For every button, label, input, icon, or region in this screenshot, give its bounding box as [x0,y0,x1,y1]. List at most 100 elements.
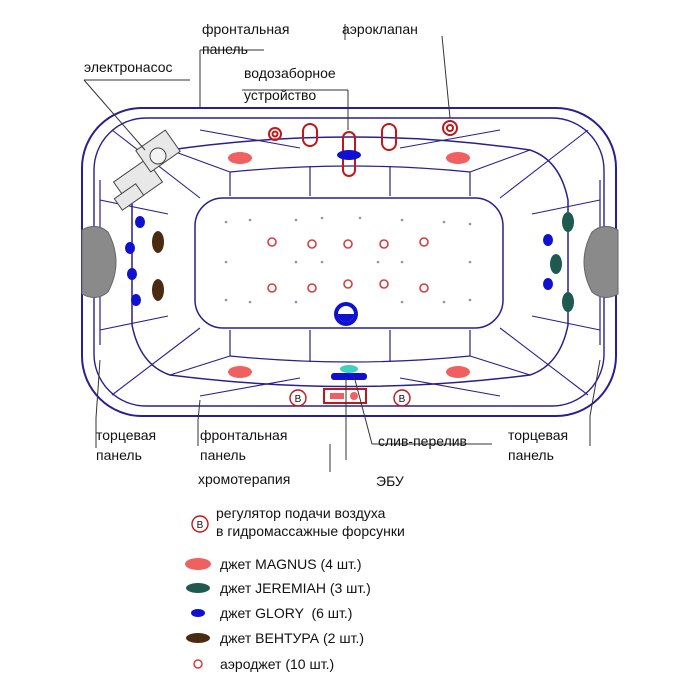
label-front-panel-top-line2: панель [202,41,248,57]
legend-ventura-text: джет ВЕНТУРА (2 шт.) [220,630,364,646]
seat-panels-bottom [229,330,471,363]
floor-dot [294,218,298,222]
label-end-panel-right-line1: торцевая [508,427,568,443]
floor-dot [248,218,252,222]
tub-inner-rim [93,117,605,407]
regulator-symbol-icon [191,515,209,533]
regulator-symbol-letter: B [197,520,204,531]
legend-item-aerojet: аэроджет (10 шт.) [193,656,334,672]
floor-dot [248,300,252,304]
label-end-panel-left-line2: панель [96,447,142,463]
headrest-left [81,226,117,298]
aerojet [419,237,429,247]
basin-drain-icon [334,302,358,326]
tub-corner-lines [99,129,601,397]
magnus-jet [446,152,470,164]
legend-item-glory: джет GLORY (6 шт.) [191,605,352,621]
regulator-right-icon [393,389,411,407]
jets-layer [125,152,574,378]
bathtub [81,107,617,417]
glory-jet [135,216,145,228]
label-ebu: ЭБУ [376,473,404,489]
callout-labels: фронтальная панель аэроклапан электронас… [84,21,568,489]
glory-jet [543,234,553,246]
legend-regulator-line1: регулятор подачи воздуха [216,505,386,521]
floor-dot [294,300,298,304]
headrest-right [583,226,619,298]
aerojet [307,239,317,249]
floor-dot [224,260,228,264]
floor-dot [400,260,404,264]
regulator-right-letter: B [399,394,406,405]
label-electric-pump: электронасос [84,59,173,75]
floor-dot [376,260,380,264]
floor-dot [468,260,472,264]
ebu-control-icon [323,388,367,404]
legend-item-magnus: джет MAGNUS (4 шт.) [185,556,361,572]
rim-fittings-bottom [289,365,411,407]
label-drain-overflow: слив-перелив [378,433,467,449]
electric-pump-icon [112,129,181,211]
ventura-jet [152,279,164,301]
aerojet [419,283,429,293]
legend-jeremiah-text: джет JEREMIAH (3 шт.) [220,580,371,596]
aerojet-symbol-icon [193,659,203,669]
jeremiah-jet [550,254,562,274]
jeremiah-jet-symbol-icon [186,583,210,593]
jeremiah-jet [562,292,574,312]
regulator-left-letter: B [295,394,302,405]
magnus-jet [446,366,470,378]
label-front-panel-top-line1: фронтальная [202,21,289,37]
floor-dot [224,220,228,224]
water-intake-slot-left [302,123,318,147]
floor-dot [468,298,472,302]
water-intake-icon [337,150,361,160]
glory-jet [543,278,553,290]
legend-item-ventura: джет ВЕНТУРА (2 шт.) [186,630,364,646]
water-intake-slot-right [381,123,397,151]
legend: B регулятор подачи воздуха в гидромассаж… [185,505,405,672]
legend-item-jeremiah: джет JEREMIAH (3 шт.) [186,580,371,596]
label-aero-valve: аэроклапан [342,21,418,37]
aerojet [343,239,353,249]
floor-dot [400,218,404,222]
jeremiah-jet [562,212,574,232]
drain-overflow-icon [331,373,367,380]
floor-dot [468,222,472,226]
floor-dot [224,298,228,302]
floor-dot [320,260,324,264]
floor-dot [442,220,446,224]
seat-panels-top [229,165,471,196]
glory-jet [125,242,135,254]
ventura-jet-symbol-icon [186,633,210,643]
glory-jet-symbol-icon [191,609,205,617]
label-water-intake-line2: устройство [244,87,316,103]
aerojet [343,279,353,289]
leader-lines [83,24,601,472]
aero-valve-icon-right [442,120,458,136]
legend-aerojet-text: аэроджет (10 шт.) [220,656,334,672]
magnus-jet-symbol-icon [185,558,211,570]
magnus-jet [228,152,252,164]
label-end-panel-left-line1: торцевая [96,427,156,443]
floor-dot [320,216,324,220]
glory-jet [131,294,141,306]
floor-dot [294,260,298,264]
legend-glory-text: джет GLORY (6 шт.) [220,605,352,621]
ventura-jet [152,231,164,253]
aero-valve-icon [268,127,282,141]
aerojet [379,279,389,289]
legend-magnus-text: джет MAGNUS (4 шт.) [220,556,361,572]
label-end-panel-right-line2: панель [508,447,554,463]
label-front-panel-bottom-line2: панель [200,447,246,463]
aerojet [267,283,277,293]
label-chromotherapy: хромотерапия [198,471,290,487]
tub-basin-floor [194,197,504,329]
floor-dot [400,300,404,304]
aerojet [267,237,277,247]
regulator-left-icon [289,389,307,407]
aerojet [379,239,389,249]
aerojet [307,283,317,293]
chromotherapy-light-icon [340,365,358,373]
